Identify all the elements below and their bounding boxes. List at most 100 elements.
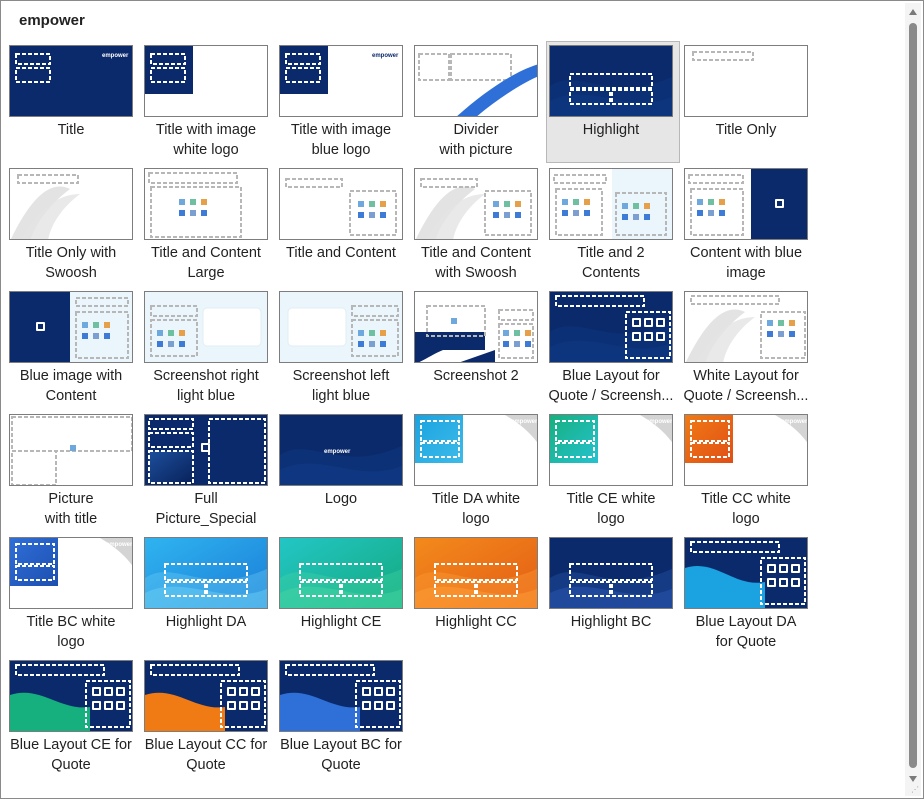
layout-item[interactable]: Screenshot right light blue bbox=[141, 287, 275, 409]
layout-thumbnail: empower bbox=[9, 45, 133, 117]
layout-thumbnail: empower bbox=[279, 414, 403, 486]
layout-item[interactable]: Content with blue image bbox=[681, 164, 815, 286]
layout-thumbnail bbox=[279, 168, 403, 240]
layout-item[interactable]: Highlight BC bbox=[546, 533, 680, 655]
layout-thumbnail bbox=[414, 45, 538, 117]
svg-text:empower: empower bbox=[781, 419, 808, 425]
layout-label: Blue Layout CE for Quote bbox=[10, 737, 132, 773]
layout-thumbnail bbox=[414, 537, 538, 609]
layout-label: Divider with picture bbox=[439, 122, 513, 158]
layout-item[interactable]: Title and 2 Contents bbox=[546, 164, 680, 286]
layout-item[interactable]: Title and Content Large bbox=[141, 164, 275, 286]
layout-item[interactable]: Blue image with Content bbox=[6, 287, 140, 409]
layout-item[interactable]: Title and Content with Swoosh bbox=[411, 164, 545, 286]
layout-thumbnail bbox=[549, 537, 673, 609]
layout-item[interactable]: Divider with picture bbox=[411, 41, 545, 163]
layout-label: Blue Layout CC for Quote bbox=[144, 737, 268, 773]
layout-item[interactable]: Highlight bbox=[546, 41, 680, 163]
layout-thumbnail bbox=[414, 168, 538, 240]
layout-item[interactable]: Highlight CC bbox=[411, 533, 545, 655]
layout-item[interactable]: Highlight DA bbox=[141, 533, 275, 655]
scrollbar-thumb[interactable] bbox=[909, 23, 917, 768]
layout-label: Title with image white logo bbox=[155, 122, 257, 158]
layout-item[interactable]: Title with image white logo bbox=[141, 41, 275, 163]
layout-label: Title and Content Large bbox=[151, 245, 261, 281]
layout-item[interactable]: Screenshot left light blue bbox=[276, 287, 410, 409]
layout-item[interactable]: White Layout for Quote / Screensh... bbox=[681, 287, 815, 409]
layout-item[interactable]: Blue Layout CC for Quote bbox=[141, 656, 275, 778]
layout-item[interactable]: Blue Layout CE for Quote bbox=[6, 656, 140, 778]
vertical-scrollbar[interactable] bbox=[905, 3, 921, 796]
layout-label: Title Only bbox=[715, 122, 777, 138]
layout-thumbnail bbox=[684, 168, 808, 240]
layout-thumbnail: empower bbox=[414, 414, 538, 486]
layout-label: Title and Content with Swoosh bbox=[421, 245, 531, 281]
layout-item[interactable]: Full Picture_Special bbox=[141, 410, 275, 532]
svg-text:empower: empower bbox=[646, 419, 673, 425]
layout-thumbnail bbox=[144, 291, 268, 363]
layout-label: White Layout for Quote / Screensh... bbox=[683, 368, 809, 404]
layout-label: Blue Layout BC for Quote bbox=[280, 737, 402, 773]
layout-item[interactable]: Picture with title bbox=[6, 410, 140, 532]
layout-thumbnail bbox=[684, 537, 808, 609]
layout-item[interactable]: Highlight CE bbox=[276, 533, 410, 655]
layout-label: Title BC white logo bbox=[26, 614, 116, 650]
resize-grip-icon[interactable]: ⋰ bbox=[911, 785, 919, 794]
layout-thumbnail bbox=[144, 168, 268, 240]
layout-thumbnail bbox=[279, 291, 403, 363]
svg-text:empower: empower bbox=[102, 53, 129, 59]
layout-label: Blue Layout DA for Quote bbox=[695, 614, 797, 650]
layout-label: Highlight CE bbox=[300, 614, 382, 630]
layout-item[interactable]: Blue Layout BC for Quote bbox=[276, 656, 410, 778]
layout-thumbnail bbox=[279, 660, 403, 732]
layout-thumbnail bbox=[144, 660, 268, 732]
layout-item[interactable]: Blue Layout DA for Quote bbox=[681, 533, 815, 655]
group-title: empower bbox=[19, 12, 85, 29]
layout-label: Highlight bbox=[582, 122, 640, 138]
svg-text:empower: empower bbox=[106, 542, 133, 548]
layout-label: Title and 2 Contents bbox=[577, 245, 645, 281]
layout-thumbnail bbox=[414, 291, 538, 363]
layout-label: Title DA white logo bbox=[431, 491, 521, 527]
layout-label: Picture with title bbox=[44, 491, 98, 527]
layout-thumbnail bbox=[549, 45, 673, 117]
layout-label: Highlight CC bbox=[435, 614, 517, 630]
svg-text:empower: empower bbox=[324, 449, 351, 455]
layout-label: Title bbox=[57, 122, 85, 138]
layout-thumbnail bbox=[9, 291, 133, 363]
layout-label: Title Only with Swoosh bbox=[25, 245, 117, 281]
layout-label: Title CE white logo bbox=[566, 491, 656, 527]
layout-item[interactable]: Title and Content bbox=[276, 164, 410, 286]
layout-label: Title CC white logo bbox=[701, 491, 791, 527]
layout-thumbnail bbox=[144, 45, 268, 117]
layout-item[interactable]: Title Only bbox=[681, 41, 815, 163]
layout-thumbnail bbox=[549, 291, 673, 363]
layout-label: Screenshot 2 bbox=[433, 368, 519, 384]
scroll-up-icon[interactable] bbox=[909, 9, 917, 15]
layout-thumbnail bbox=[144, 414, 268, 486]
svg-text:empower: empower bbox=[511, 419, 538, 425]
layout-label: Title with image blue logo bbox=[290, 122, 392, 158]
layout-thumbnail bbox=[9, 660, 133, 732]
layout-label: Blue image with Content bbox=[19, 368, 123, 404]
layout-thumbnail bbox=[279, 537, 403, 609]
layout-item[interactable]: Blue Layout for Quote / Screensh... bbox=[546, 287, 680, 409]
layout-thumbnail bbox=[684, 45, 808, 117]
layout-item[interactable]: Title Only with Swoosh bbox=[6, 164, 140, 286]
layout-item[interactable]: Screenshot 2 bbox=[411, 287, 545, 409]
layout-label: Logo bbox=[324, 491, 358, 507]
layout-thumbnail: empower bbox=[9, 537, 133, 609]
layout-thumbnail bbox=[684, 291, 808, 363]
layout-thumbnail bbox=[9, 414, 133, 486]
layout-label: Screenshot left light blue bbox=[292, 368, 390, 404]
scroll-down-icon[interactable] bbox=[909, 776, 917, 782]
layout-thumbnail: empower bbox=[549, 414, 673, 486]
